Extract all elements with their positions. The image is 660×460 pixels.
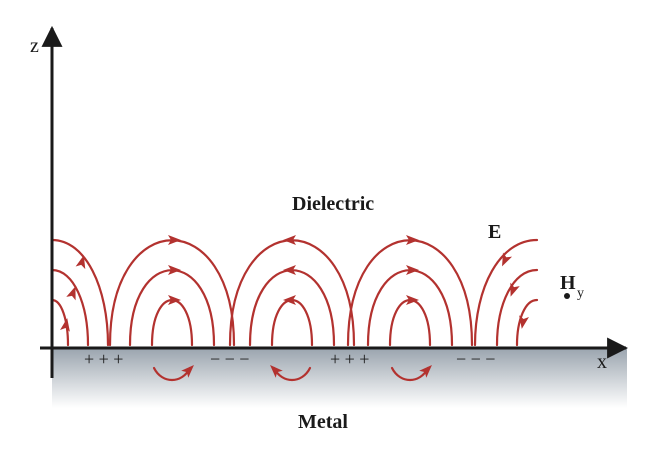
h-field-label: H y [560,272,584,301]
charge-label: + + + [84,349,123,369]
field-arrowhead [406,265,419,275]
field-arrowhead [419,365,432,378]
field-arrowhead [168,265,181,275]
field-arrowhead [60,318,70,332]
field-arrowhead [283,235,296,245]
field-line [270,299,314,347]
field-line [248,269,336,347]
field-arrowhead [502,252,513,267]
field-line [50,298,70,347]
field-arrowhead [519,315,529,329]
h-field-subscript: y [577,286,584,301]
field-line [50,268,90,347]
field-arrowhead [510,282,520,297]
h-field-dot [564,293,570,299]
field-arrowhead [283,265,296,275]
field-arrowhead [66,286,76,301]
charge-label: − − − [456,349,495,369]
svg-text:y: y [577,286,584,301]
field-arrowhead [406,295,419,305]
field-arrowhead [406,235,419,245]
field-arrowhead [283,295,296,305]
field-line [128,269,216,347]
field-line [150,299,194,347]
field-line [228,239,356,347]
x-axis-label: x [597,351,607,373]
field-line [515,298,539,347]
e-field-label: E [488,221,501,243]
field-line [346,239,474,347]
metal-label: Metal [298,411,348,433]
field-arrowhead [168,295,181,305]
field-arrowhead [75,255,86,270]
field-arrowhead [270,365,283,378]
metal-region [52,348,627,408]
field-line [495,268,539,347]
field-line [108,239,236,347]
field-arrowhead [181,365,194,378]
field-arrowhead [168,235,181,245]
svg-text:H: H [560,272,576,294]
h-field-symbol: H [560,272,576,294]
field-line [366,269,454,347]
charge-label: + + + [330,349,369,369]
field-line [473,238,539,347]
field-arrowheads [60,235,529,378]
field-line [388,299,432,347]
charge-label: − − − [210,349,249,369]
z-axis-label: z [30,35,39,57]
dielectric-label: Dielectric [292,193,374,215]
field-line [50,238,110,347]
